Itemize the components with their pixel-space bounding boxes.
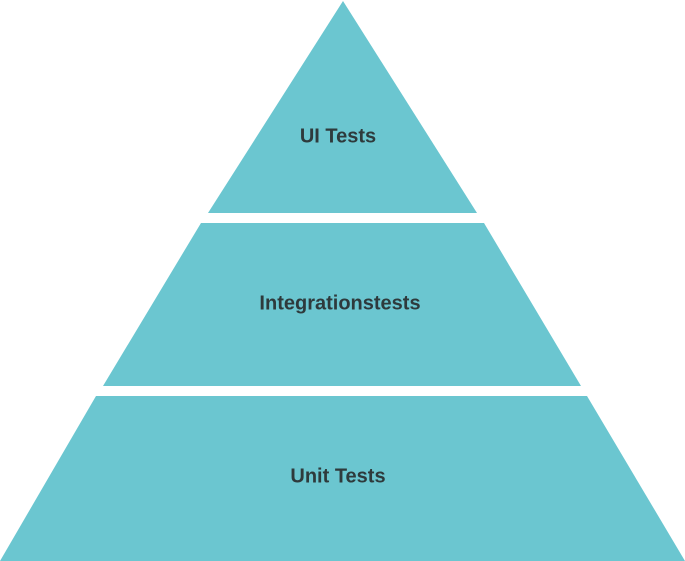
- tier-label-middle: Integrationstests: [259, 292, 420, 314]
- tier-shape-middle: [103, 223, 581, 386]
- tier-label-bottom: Unit Tests: [290, 465, 385, 487]
- pyramid-tier-bottom: Unit Tests: [0, 396, 685, 561]
- tier-label-top: UI Tests: [300, 125, 376, 147]
- pyramid-tier-top: UI Tests: [208, 1, 477, 213]
- tier-shape-bottom: [0, 396, 685, 561]
- tier-shape-top: [208, 1, 477, 213]
- pyramid-tier-middle: Integrationstests: [103, 223, 581, 386]
